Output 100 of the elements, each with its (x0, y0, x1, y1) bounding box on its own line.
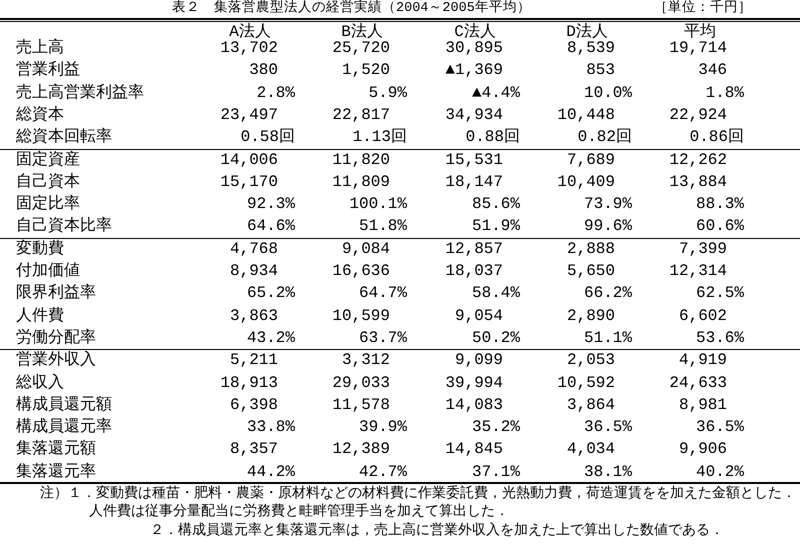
value-text: 53.6% (696, 328, 744, 348)
row-heading: 総資本回転率 (16, 127, 112, 148)
row-heading: 固定資産 (16, 150, 80, 170)
row-heading: 変動費 (16, 238, 64, 259)
column-heading: C法人 (454, 23, 496, 41)
value-text: 11,809 (332, 172, 390, 192)
value-text: 65.2% (246, 283, 295, 304)
value-text: 92.3% (246, 194, 295, 214)
value-text: 15,170 (220, 172, 278, 192)
value-text: 22,817 (332, 104, 390, 125)
value-text: 8,539 (566, 38, 615, 58)
value-text: 5,650 (566, 261, 615, 281)
row-heading: 労働分配率 (16, 328, 96, 348)
value-text: 15,531 (445, 150, 503, 170)
value-text: 85.6% (472, 194, 520, 214)
value-text: 24,633 (669, 372, 727, 392)
value-text: 18,037 (445, 261, 503, 281)
value-text: 13,884 (669, 172, 727, 192)
row-heading: 総収入 (16, 372, 64, 392)
value-text: 44.2% (246, 462, 295, 482)
row-heading: 付加価値 (16, 261, 80, 281)
row-heading: 総資本 (16, 104, 64, 125)
value-text: 4,034 (566, 439, 615, 460)
value-text: 23,497 (220, 104, 278, 125)
value-text: 18,147 (445, 172, 503, 192)
value-text: 8,357 (230, 439, 278, 460)
value-text: 58.4% (472, 283, 520, 304)
row-heading: 人件費 (16, 306, 64, 326)
value-text: 36.5% (696, 417, 744, 438)
value-text: 64.7% (358, 283, 407, 304)
column-heading: A法人 (229, 23, 271, 41)
value-text: 7,689 (566, 150, 615, 170)
value-text: 34,934 (445, 104, 503, 125)
value-text: 2,053 (566, 350, 615, 370)
value-text: 346 (698, 60, 727, 80)
value-text: 18,913 (220, 372, 278, 392)
value-text: 380 (249, 60, 278, 80)
value-text: 66.2% (584, 283, 632, 304)
value-text: 9,099 (454, 350, 503, 370)
value-text: 35.2% (472, 417, 520, 438)
row-heading: 自己資本比率 (16, 216, 112, 236)
value-text: 2,888 (566, 238, 615, 259)
unit-note: ［単位：千円］ (654, 0, 752, 18)
value-text: 11,578 (332, 394, 390, 415)
value-text: 30,895 (445, 38, 503, 58)
value-text: 3,864 (566, 394, 615, 415)
value-text: 63.7% (358, 328, 407, 348)
value-text: 51.8% (358, 216, 407, 236)
value-text: 39,994 (445, 372, 503, 392)
value-text: 12,389 (332, 439, 390, 460)
row-heading: 限界利益率 (16, 283, 96, 304)
row-heading: 売上高営業利益率 (16, 82, 144, 103)
footnote: 注）１．変動費は種苗・肥料・農薬・原材料などの材料費に作業委託費，光熱動力費，荷造運賃をを加えた金額とした．人件費は従事分量配当に労務費と畦畔管理手当を加えて算出した． (40, 485, 797, 521)
value-text: 12,857 (445, 238, 503, 259)
value-text: 99.6% (584, 216, 632, 236)
value-text: 64.6% (246, 216, 295, 236)
value-text: 51.9% (472, 216, 520, 236)
value-text: 10,448 (557, 104, 615, 125)
value-text: 22,924 (669, 104, 727, 125)
value-text: 14,083 (445, 394, 503, 415)
row-heading: 構成員還元額 (16, 394, 112, 415)
value-text: 2.8% (256, 82, 295, 103)
value-text: 33.8% (246, 417, 295, 438)
value-text: 0.82回 (578, 127, 632, 148)
value-text: 5,211 (230, 350, 278, 370)
value-text: 100.1% (349, 194, 407, 214)
column-heading: 平均 (684, 23, 716, 41)
value-text: 37.1% (472, 462, 520, 482)
value-text: 51.1% (584, 328, 632, 348)
value-text: 88.3% (696, 194, 744, 214)
value-text: 73.9% (584, 194, 632, 214)
value-text: 4,919 (678, 350, 727, 370)
value-text: 10,409 (557, 172, 615, 192)
row-heading: 固定比率 (16, 194, 80, 214)
column-heading: B法人 (341, 23, 383, 41)
value-text: 9,906 (678, 439, 727, 460)
value-text: 9,084 (342, 238, 390, 259)
row-heading: 集落還元額 (16, 439, 96, 460)
value-text: 13,702 (220, 38, 278, 58)
footnote: ２．構成員還元率と集落還元率は，売上高に営業外収入を加えた上で算出した数値である． (150, 522, 724, 540)
row-heading: 営業外収入 (16, 350, 96, 370)
value-text: 60.6% (696, 216, 744, 236)
value-text: 10,592 (557, 372, 615, 392)
value-text: 7,399 (678, 238, 727, 259)
value-text: 50.2% (472, 328, 520, 348)
value-text: 8,981 (678, 394, 727, 415)
value-text: 10,599 (332, 306, 390, 326)
value-text: ▲1,369 (445, 60, 503, 80)
value-text: 12,262 (669, 150, 727, 170)
value-text: 19,714 (669, 38, 727, 58)
value-text: 5.9% (368, 82, 407, 103)
value-text: ▲4.4% (472, 82, 520, 103)
value-text: 14,845 (445, 439, 503, 460)
row-heading: 売上高 (16, 38, 64, 58)
value-text: 3,863 (230, 306, 278, 326)
value-text: 39.9% (358, 417, 407, 438)
value-text: 0.86回 (690, 127, 744, 148)
row-heading: 営業利益 (16, 60, 80, 80)
value-text: 0.88回 (466, 127, 520, 148)
value-text: 4,768 (230, 238, 278, 259)
